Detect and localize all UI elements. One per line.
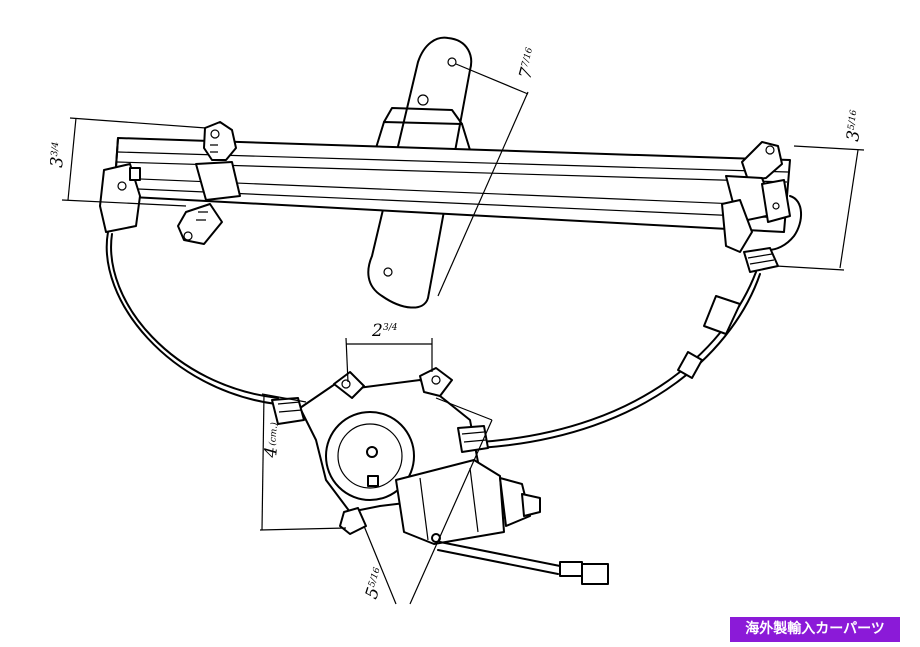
dimension-fraction: 7/16 (520, 46, 535, 68)
dimension-whole: 3 (47, 156, 68, 169)
dimension-label-height-left: 3 3/4 (47, 141, 68, 169)
drive-cables (105, 231, 761, 449)
shop-badge: 海外製輸入カーパーツ (730, 617, 900, 642)
motor-assembly (271, 367, 609, 585)
dimension-label-motor-offset: 5 5/16 (362, 566, 384, 602)
right-slider-carrier (721, 141, 802, 273)
dimension-fraction: 5/16 (847, 109, 860, 131)
dimension-whole: 2 (371, 321, 383, 341)
dimension-unit: (cm.) (267, 421, 280, 446)
dimension-fraction: 3/4 (383, 323, 398, 333)
dimension-label-height-right: 3 5/16 (843, 109, 864, 143)
dimension-lines (61, 63, 865, 605)
dimension-fraction: 5/16 (367, 566, 383, 589)
dimension-whole: 3 (843, 129, 864, 143)
dimension-fraction: 3/4 (50, 141, 61, 157)
dimension-label-motor-height: 4 (cm.) (261, 421, 282, 460)
left-end-bracket (99, 163, 141, 233)
dimension-label-motor-width: 2 3/4 (371, 321, 398, 341)
dimension-whole: 7 (516, 65, 538, 81)
dimension-whole: 4 (261, 446, 282, 460)
left-slider-carrier (177, 121, 241, 245)
dimension-label-length: 7 7/16 (516, 46, 538, 81)
